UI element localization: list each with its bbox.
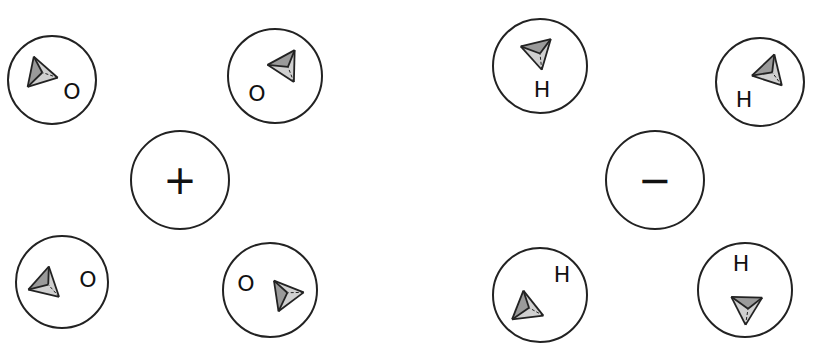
tetra-edge: [274, 281, 287, 293]
tetra-edge: [752, 54, 774, 75]
tetra-edge: [274, 281, 304, 293]
tetra-edge: [529, 308, 543, 316]
tetra-face: [521, 39, 551, 70]
atom-label: H: [733, 253, 750, 275]
tetra-edge: [748, 298, 762, 309]
atom-label: O: [63, 81, 80, 103]
tetra-edge: [752, 76, 782, 86]
tetra-edge: [42, 72, 57, 77]
tetra-edge: [34, 57, 43, 73]
tetra-face: [28, 57, 58, 87]
tetra-face: [752, 54, 774, 75]
tetra-face: [512, 291, 543, 320]
tetra-edge: [48, 285, 59, 297]
atom-circle: H: [492, 18, 588, 114]
tetra-edge: [772, 72, 782, 85]
tetra-edge: [288, 50, 295, 67]
tetra-edge: [279, 292, 304, 311]
atom-label: H: [736, 89, 753, 111]
atom-circle: H: [492, 247, 588, 343]
atom-label: O: [237, 273, 254, 295]
atom-label: H: [554, 264, 571, 286]
tetra-edge: [28, 290, 59, 297]
tetra-edge: [523, 291, 529, 308]
tetra-edge: [731, 296, 762, 299]
charge-circle: +: [130, 130, 230, 230]
charge-circle: −: [605, 130, 705, 230]
atom-circle: H: [715, 37, 805, 127]
atom-circle: O: [227, 28, 323, 124]
tetrahedron-figure: [717, 39, 807, 129]
charge-sign: −: [638, 160, 672, 200]
tetrahedron-figure: [17, 237, 111, 331]
tetra-edge: [34, 57, 58, 78]
tetra-edge: [521, 46, 542, 69]
tetra-face: [731, 297, 762, 325]
atom-circle: O: [7, 35, 97, 125]
tetra-face: [28, 266, 48, 289]
tetra-edge: [267, 65, 293, 82]
tetrahedron-figure: [229, 30, 325, 126]
tetra-edge: [540, 39, 551, 53]
tetra-edge: [731, 297, 748, 309]
tetra-edge: [28, 266, 48, 289]
tetra-edge: [523, 291, 543, 316]
tetra-edge: [512, 308, 529, 320]
tetra-edge: [772, 54, 774, 72]
atom-circle: H: [697, 242, 793, 338]
tetra-edge: [521, 46, 540, 53]
tetra-edge: [267, 65, 287, 67]
atom-label: H: [534, 79, 551, 101]
charge-sign: +: [163, 160, 197, 200]
atom-label: O: [248, 83, 265, 105]
tetra-edge: [288, 67, 294, 82]
tetra-edge: [540, 54, 542, 70]
tetra-edge: [28, 285, 48, 290]
tetra-edge: [47, 266, 49, 284]
tetra-face: [28, 266, 59, 296]
tetra-face: [752, 54, 782, 85]
tetra-face: [267, 50, 294, 82]
atom-label: O: [79, 269, 96, 291]
tetra-face: [267, 50, 294, 67]
tetra-edge: [49, 266, 59, 296]
tetra-edge: [279, 293, 288, 312]
tetra-edge: [287, 292, 303, 293]
atom-circle: O: [15, 235, 109, 329]
tetra-edge: [746, 298, 763, 325]
tetra-edge: [746, 309, 748, 325]
tetra-edge: [28, 72, 43, 86]
tetra-face: [274, 281, 304, 312]
tetrahedron-figure: [494, 249, 590, 345]
tetra-edge: [752, 72, 772, 75]
tetrahedron-figure: [494, 20, 590, 116]
atom-circle: O: [222, 242, 318, 338]
tetrahedron-figure: [9, 37, 99, 127]
